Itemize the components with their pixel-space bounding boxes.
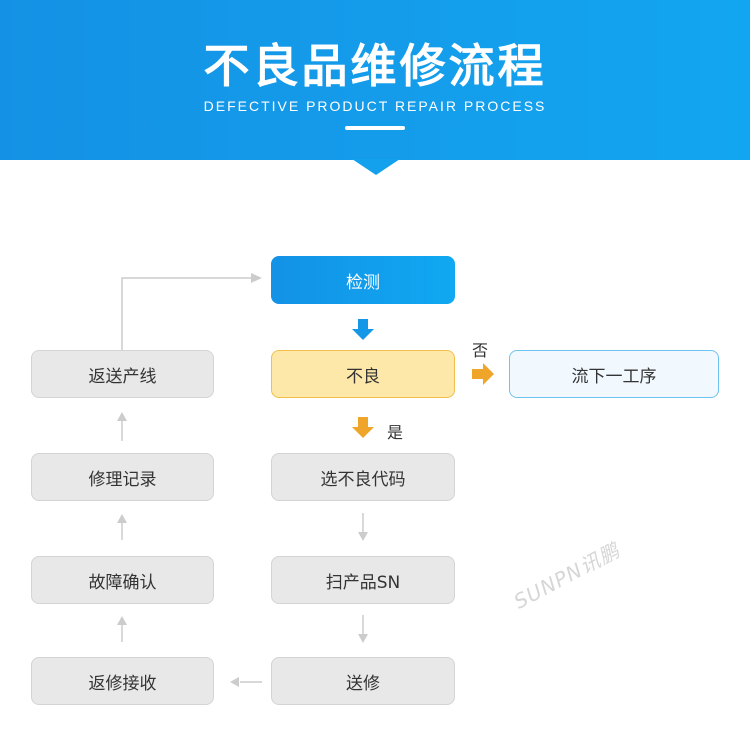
send-to-receive-arrowhead xyxy=(230,677,239,687)
node-scan-sn: 扫产品SN xyxy=(271,556,455,604)
node-send-repair: 送修 xyxy=(271,657,455,705)
header-notch xyxy=(352,159,400,175)
header-banner xyxy=(0,0,750,160)
confirm-to-record-arrowhead xyxy=(117,514,127,523)
label-yes: 是 xyxy=(387,423,404,442)
title-underline xyxy=(345,126,405,130)
scan-to-send-arrowhead xyxy=(358,634,368,643)
node-next-process: 流下一工序 xyxy=(509,350,719,398)
node-return-line: 返送产线 xyxy=(31,350,214,398)
defect-to-next-arrow xyxy=(472,363,494,385)
code-to-scan-arrowhead xyxy=(358,532,368,541)
node-fault-confirm: 故障确认 xyxy=(31,556,214,604)
label-no: 否 xyxy=(472,341,489,360)
node-select-code: 选不良代码 xyxy=(271,453,455,501)
return-to-inspect-line xyxy=(121,277,252,350)
return-to-inspect-arrowhead xyxy=(251,273,262,283)
record-to-return-arrowhead xyxy=(117,412,127,421)
inspect-to-defect-arrow xyxy=(352,319,374,340)
node-repair-receive: 返修接收 xyxy=(31,657,214,705)
node-repair-record: 修理记录 xyxy=(31,453,214,501)
page-title: 不良品维修流程 xyxy=(203,39,547,93)
defect-to-code-arrow xyxy=(352,417,374,438)
page-subtitle: DEFECTIVE PRODUCT REPAIR PROCESS xyxy=(203,98,547,114)
receive-to-confirm-arrowhead xyxy=(117,616,127,625)
node-inspect: 检测 xyxy=(271,256,455,304)
node-defect: 不良 xyxy=(271,350,455,398)
